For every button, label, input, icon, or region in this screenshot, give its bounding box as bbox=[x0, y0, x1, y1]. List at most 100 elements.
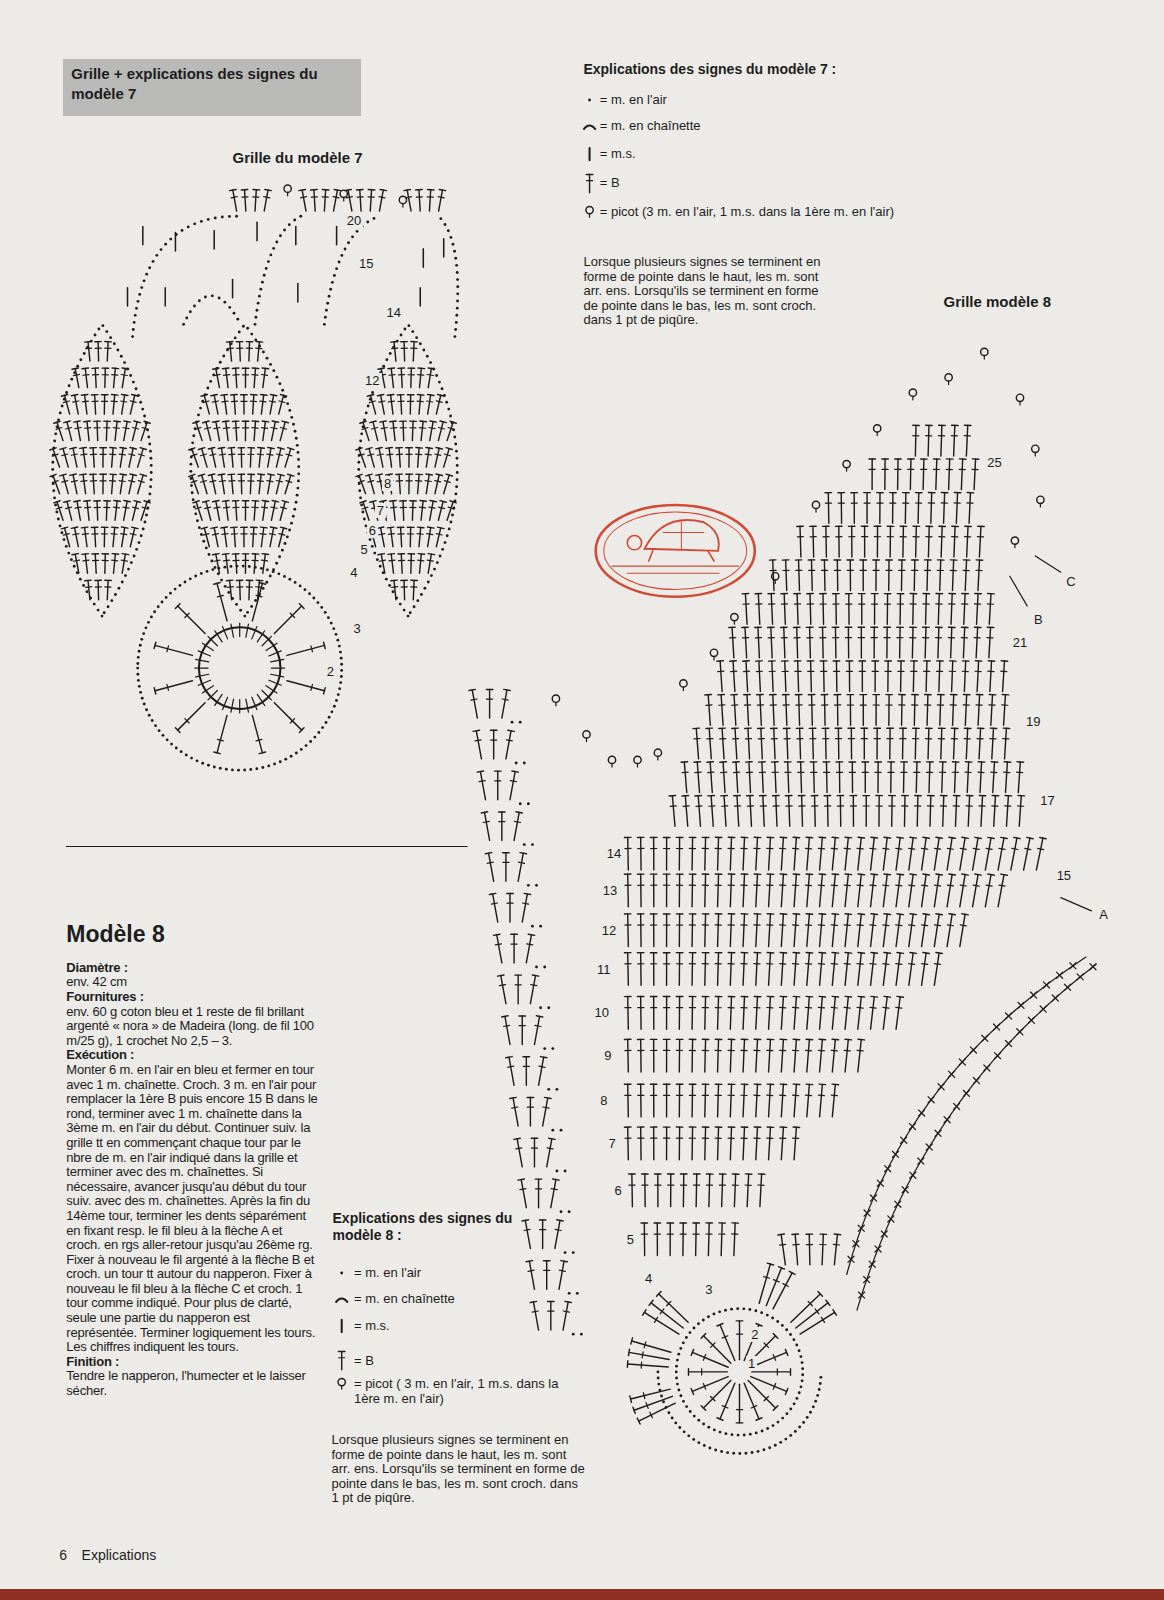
stitch-line bbox=[368, 481, 374, 483]
treble-stitch-symbol bbox=[805, 953, 812, 986]
stitch-line bbox=[436, 474, 442, 475]
stitch-line bbox=[73, 401, 79, 402]
stitch-line bbox=[376, 448, 382, 449]
stitch-line bbox=[167, 646, 169, 652]
stitch-line bbox=[87, 501, 89, 520]
chain-dot bbox=[258, 345, 261, 348]
treble-stitch-symbol bbox=[624, 953, 631, 986]
stitch-line bbox=[112, 448, 114, 467]
stitch-line bbox=[196, 674, 209, 677]
chain-dot bbox=[330, 710, 333, 713]
chain-dot bbox=[455, 450, 458, 453]
treble-stitch-symbol bbox=[208, 474, 216, 494]
treble-stitch-symbol bbox=[84, 421, 91, 441]
stitch-line bbox=[112, 560, 118, 561]
treble-stitch-symbol bbox=[242, 368, 249, 387]
stitch-line bbox=[820, 953, 823, 986]
stitch-line bbox=[130, 534, 136, 535]
stitch-line bbox=[154, 688, 156, 694]
chain-dot bbox=[320, 606, 323, 609]
chain-dot bbox=[150, 471, 153, 474]
stitch-line bbox=[113, 507, 119, 508]
chain-dot bbox=[288, 223, 291, 226]
treble-stitch-symbol bbox=[226, 580, 233, 600]
stitch-line bbox=[82, 401, 88, 402]
stitch-line bbox=[269, 401, 275, 402]
treble-stitch-symbol bbox=[80, 448, 87, 468]
stitch-line bbox=[436, 395, 440, 414]
stitch-line bbox=[111, 395, 118, 396]
stitch-line bbox=[446, 448, 452, 450]
stitch-line bbox=[67, 501, 72, 520]
chain-dot bbox=[145, 708, 148, 711]
treble-stitch-symbol bbox=[728, 996, 735, 1029]
stitch-line bbox=[212, 475, 216, 494]
chain-dot bbox=[68, 384, 71, 387]
stitch-line bbox=[57, 422, 63, 440]
treble-stitch-symbol bbox=[154, 642, 192, 655]
stitch-line bbox=[81, 454, 87, 455]
treble-stitch-symbol bbox=[715, 1127, 722, 1160]
stitch-line bbox=[264, 190, 268, 211]
chain-dot bbox=[70, 558, 73, 561]
chain-dot bbox=[206, 570, 209, 573]
stitch-line bbox=[429, 507, 435, 508]
chain-dot bbox=[278, 382, 281, 385]
chain-dot bbox=[233, 312, 236, 315]
chain-dot bbox=[267, 260, 270, 263]
treble-stitch-symbol bbox=[641, 1223, 648, 1256]
stitch-line bbox=[428, 527, 434, 528]
stitch-line bbox=[426, 475, 429, 494]
chain-dot bbox=[413, 605, 416, 608]
stitch-line bbox=[246, 699, 249, 712]
stitch-line bbox=[70, 474, 76, 475]
chain-dot bbox=[269, 363, 272, 366]
stitch-line bbox=[438, 395, 444, 396]
treble-stitch-symbol bbox=[732, 1223, 739, 1256]
chain-dot bbox=[198, 299, 201, 302]
chain-dot bbox=[223, 566, 226, 569]
treble-stitch-symbol bbox=[276, 474, 284, 494]
treble-stitch-symbol bbox=[232, 421, 239, 441]
stitch-line bbox=[360, 501, 366, 503]
treble-stitch-symbol bbox=[663, 953, 670, 986]
chain-dot bbox=[52, 454, 55, 457]
chain-dot bbox=[257, 302, 260, 305]
stitch-line bbox=[205, 507, 211, 509]
treble-stitch-symbol bbox=[366, 474, 374, 494]
treble-stitch-symbol bbox=[84, 501, 91, 521]
treble-stitch-symbol bbox=[793, 996, 800, 1029]
treble-stitch-symbol bbox=[676, 1039, 683, 1072]
treble-stitch-symbol bbox=[345, 189, 353, 211]
chain-dot bbox=[455, 314, 458, 317]
chain-dot bbox=[140, 638, 143, 641]
chain-dot bbox=[323, 323, 326, 326]
stitch-line bbox=[427, 560, 433, 561]
stitch-line bbox=[381, 528, 385, 547]
chart-model-8 bbox=[469, 348, 1096, 1455]
stamp-outline bbox=[596, 505, 755, 597]
treble-stitch-symbol bbox=[857, 953, 864, 986]
chain-dot bbox=[239, 609, 242, 612]
stitch-line bbox=[416, 474, 423, 475]
chain-dot bbox=[52, 489, 55, 492]
stitch-line bbox=[229, 454, 235, 455]
treble-stitch-symbol bbox=[438, 501, 446, 521]
chain-dot bbox=[222, 355, 225, 358]
chain-dot bbox=[283, 575, 286, 578]
treble-stitch-symbol bbox=[274, 604, 304, 634]
stitch-line bbox=[61, 395, 67, 397]
stitch-line bbox=[371, 395, 376, 414]
stitch-line bbox=[155, 681, 192, 691]
chain-dot bbox=[231, 597, 234, 600]
chain-dot bbox=[206, 387, 209, 390]
stitch-line bbox=[871, 953, 875, 985]
treble-stitch-symbol bbox=[388, 554, 395, 574]
treble-stitch-symbol bbox=[119, 448, 126, 468]
stitch-line bbox=[216, 369, 220, 388]
treble-stitch-symbol bbox=[230, 189, 238, 211]
stitch-line bbox=[132, 527, 138, 528]
stitch-line bbox=[121, 534, 127, 535]
chain-dot bbox=[373, 217, 376, 220]
chain-dot bbox=[105, 330, 108, 333]
